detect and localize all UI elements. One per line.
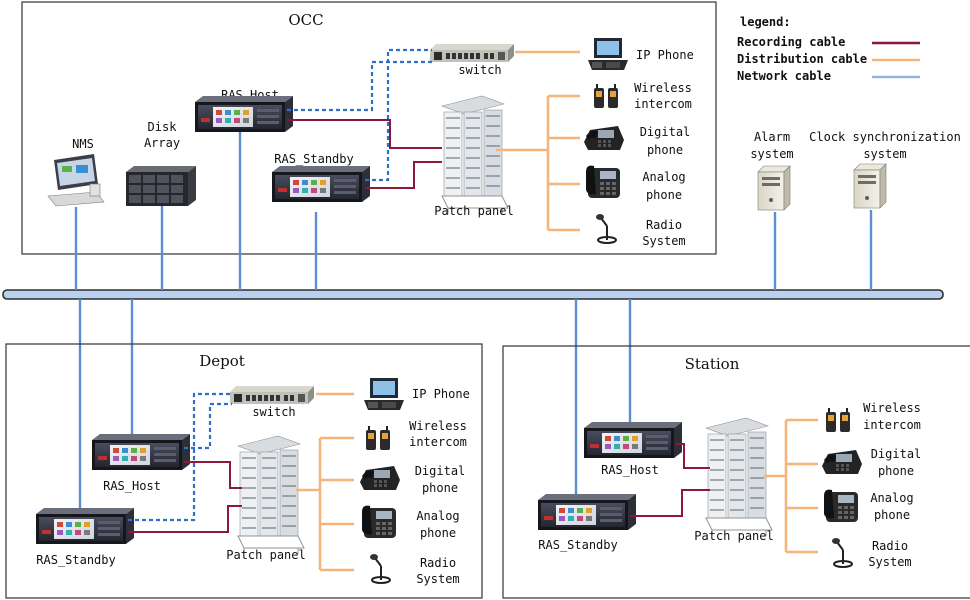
legend-title: legend: [740,15,791,29]
occ-switch-label: switch [458,63,501,77]
legend-distribution-label: Distribution cable [737,52,867,66]
station-wireless-label-1: Wireless [863,401,921,415]
depot-analog-label-2: phone [420,526,456,540]
depot-radio-system-icon [369,553,391,584]
station-ras-standby-label: RAS_Standby [538,538,617,552]
station-ras-host-server-icon [584,422,682,458]
station-analog-label-2: phone [874,508,910,522]
occ-patch-panel-icon [441,95,509,215]
occ-dashed-network [287,48,432,182]
depot-ip-phone-icon [364,378,404,410]
legend-network-label: Network cable [737,69,831,83]
depot-switch-label: switch [252,405,295,419]
station-wireless-label-2: intercom [863,418,921,432]
disk-array-icon [126,166,196,206]
occ-analog-label-1: Analog [642,170,685,184]
station-radio-label-1: Radio [872,539,908,553]
station-ras-host-label: RAS_Host [601,463,659,477]
station-distribution-cables [764,418,818,554]
station-ras-standby-server-icon [538,494,636,530]
depot-wireless-intercom-icon [365,425,391,451]
station-digital-label-2: phone [878,464,914,478]
station-title: Station [685,355,740,373]
station-digital-label-1: Digital [871,447,922,461]
occ-digital-label-1: Digital [640,125,691,139]
clock-sync-server-icon [853,163,887,209]
occ-analog-phone-icon [586,165,620,198]
station-analog-label-1: Analog [870,491,913,505]
occ-digital-phone-icon [584,126,624,150]
depot-wireless-label-2: intercom [409,435,467,449]
alarm-label-2: system [750,147,793,161]
occ-wireless-intercom-icon [593,83,619,109]
occ-digital-label-2: phone [647,143,683,157]
depot-digital-phone-icon [360,466,400,490]
occ-switch-icon [430,44,514,62]
occ-recording-cables [287,119,442,189]
depot-frame [5,343,483,599]
station-radio-label-2: System [868,555,911,569]
station-radio-system-icon [831,537,853,568]
depot-distribution-cables [296,392,354,572]
station-patch-panel-label: Patch panel [694,529,773,543]
occ-radio-label-2: System [642,234,685,248]
depot-ip-phone-label: IP Phone [412,387,470,401]
depot-patch-panel-label: Patch panel [226,548,305,562]
depot-wireless-label-1: Wireless [409,419,467,433]
depot-ras-standby-server-icon [36,508,134,544]
depot-digital-label-1: Digital [415,464,466,478]
occ-patch-panel-label: Patch panel [434,204,513,218]
occ-wireless-label-2: intercom [634,97,692,111]
occ-ip-phone-icon [588,38,628,70]
depot-patch-panel-icon [237,435,305,555]
occ-analog-label-2: phone [646,188,682,202]
station-analog-phone-icon [824,489,858,522]
alarm-system-server-icon [757,165,791,211]
nms-label: NMS [72,137,94,151]
depot-radio-label-2: System [416,572,459,586]
station-recording-cables [630,443,710,517]
occ-wireless-label-1: Wireless [634,81,692,95]
station-wireless-intercom-icon [825,407,851,433]
nms-computer-icon [47,154,105,207]
occ-ras-standby-server-icon [272,166,370,202]
depot-ras-host-server-icon [92,434,190,470]
occ-radio-system-icon [595,213,617,244]
station-patch-panel-icon [705,417,773,537]
occ-frame [21,1,717,255]
station-digital-phone-icon [822,450,862,474]
depot-recording-cables [128,461,242,533]
depot-switch-icon [230,386,314,404]
disk-array-label-1: Disk [148,120,178,134]
depot-analog-label-1: Analog [416,509,459,523]
clock-label-2: system [863,147,906,161]
occ-title: OCC [288,11,323,29]
depot-dashed-network [128,392,232,522]
depot-analog-phone-icon [362,505,396,538]
depot-digital-label-2: phone [422,481,458,495]
occ-radio-label-1: Radio [646,218,682,232]
depot-ras-standby-label: RAS_Standby [36,553,115,567]
depot-title: Depot [199,352,245,370]
occ-distribution-cables [496,50,580,232]
occ-ip-phone-label: IP Phone [636,48,694,62]
station-frame [502,345,970,599]
alarm-label-1: Alarm [754,130,790,144]
occ-ras-standby-label: RAS_Standby [274,152,353,166]
occ-ras-host-server-icon [195,96,293,132]
disk-array-label-2: Array [144,136,180,150]
network-backbone [2,289,944,300]
network-cables [74,120,873,510]
depot-ras-host-label: RAS_Host [103,479,161,493]
depot-radio-label-1: Radio [420,556,456,570]
clock-label-1: Clock synchronization [809,130,961,144]
legend-recording-label: Recording cable [737,35,845,49]
